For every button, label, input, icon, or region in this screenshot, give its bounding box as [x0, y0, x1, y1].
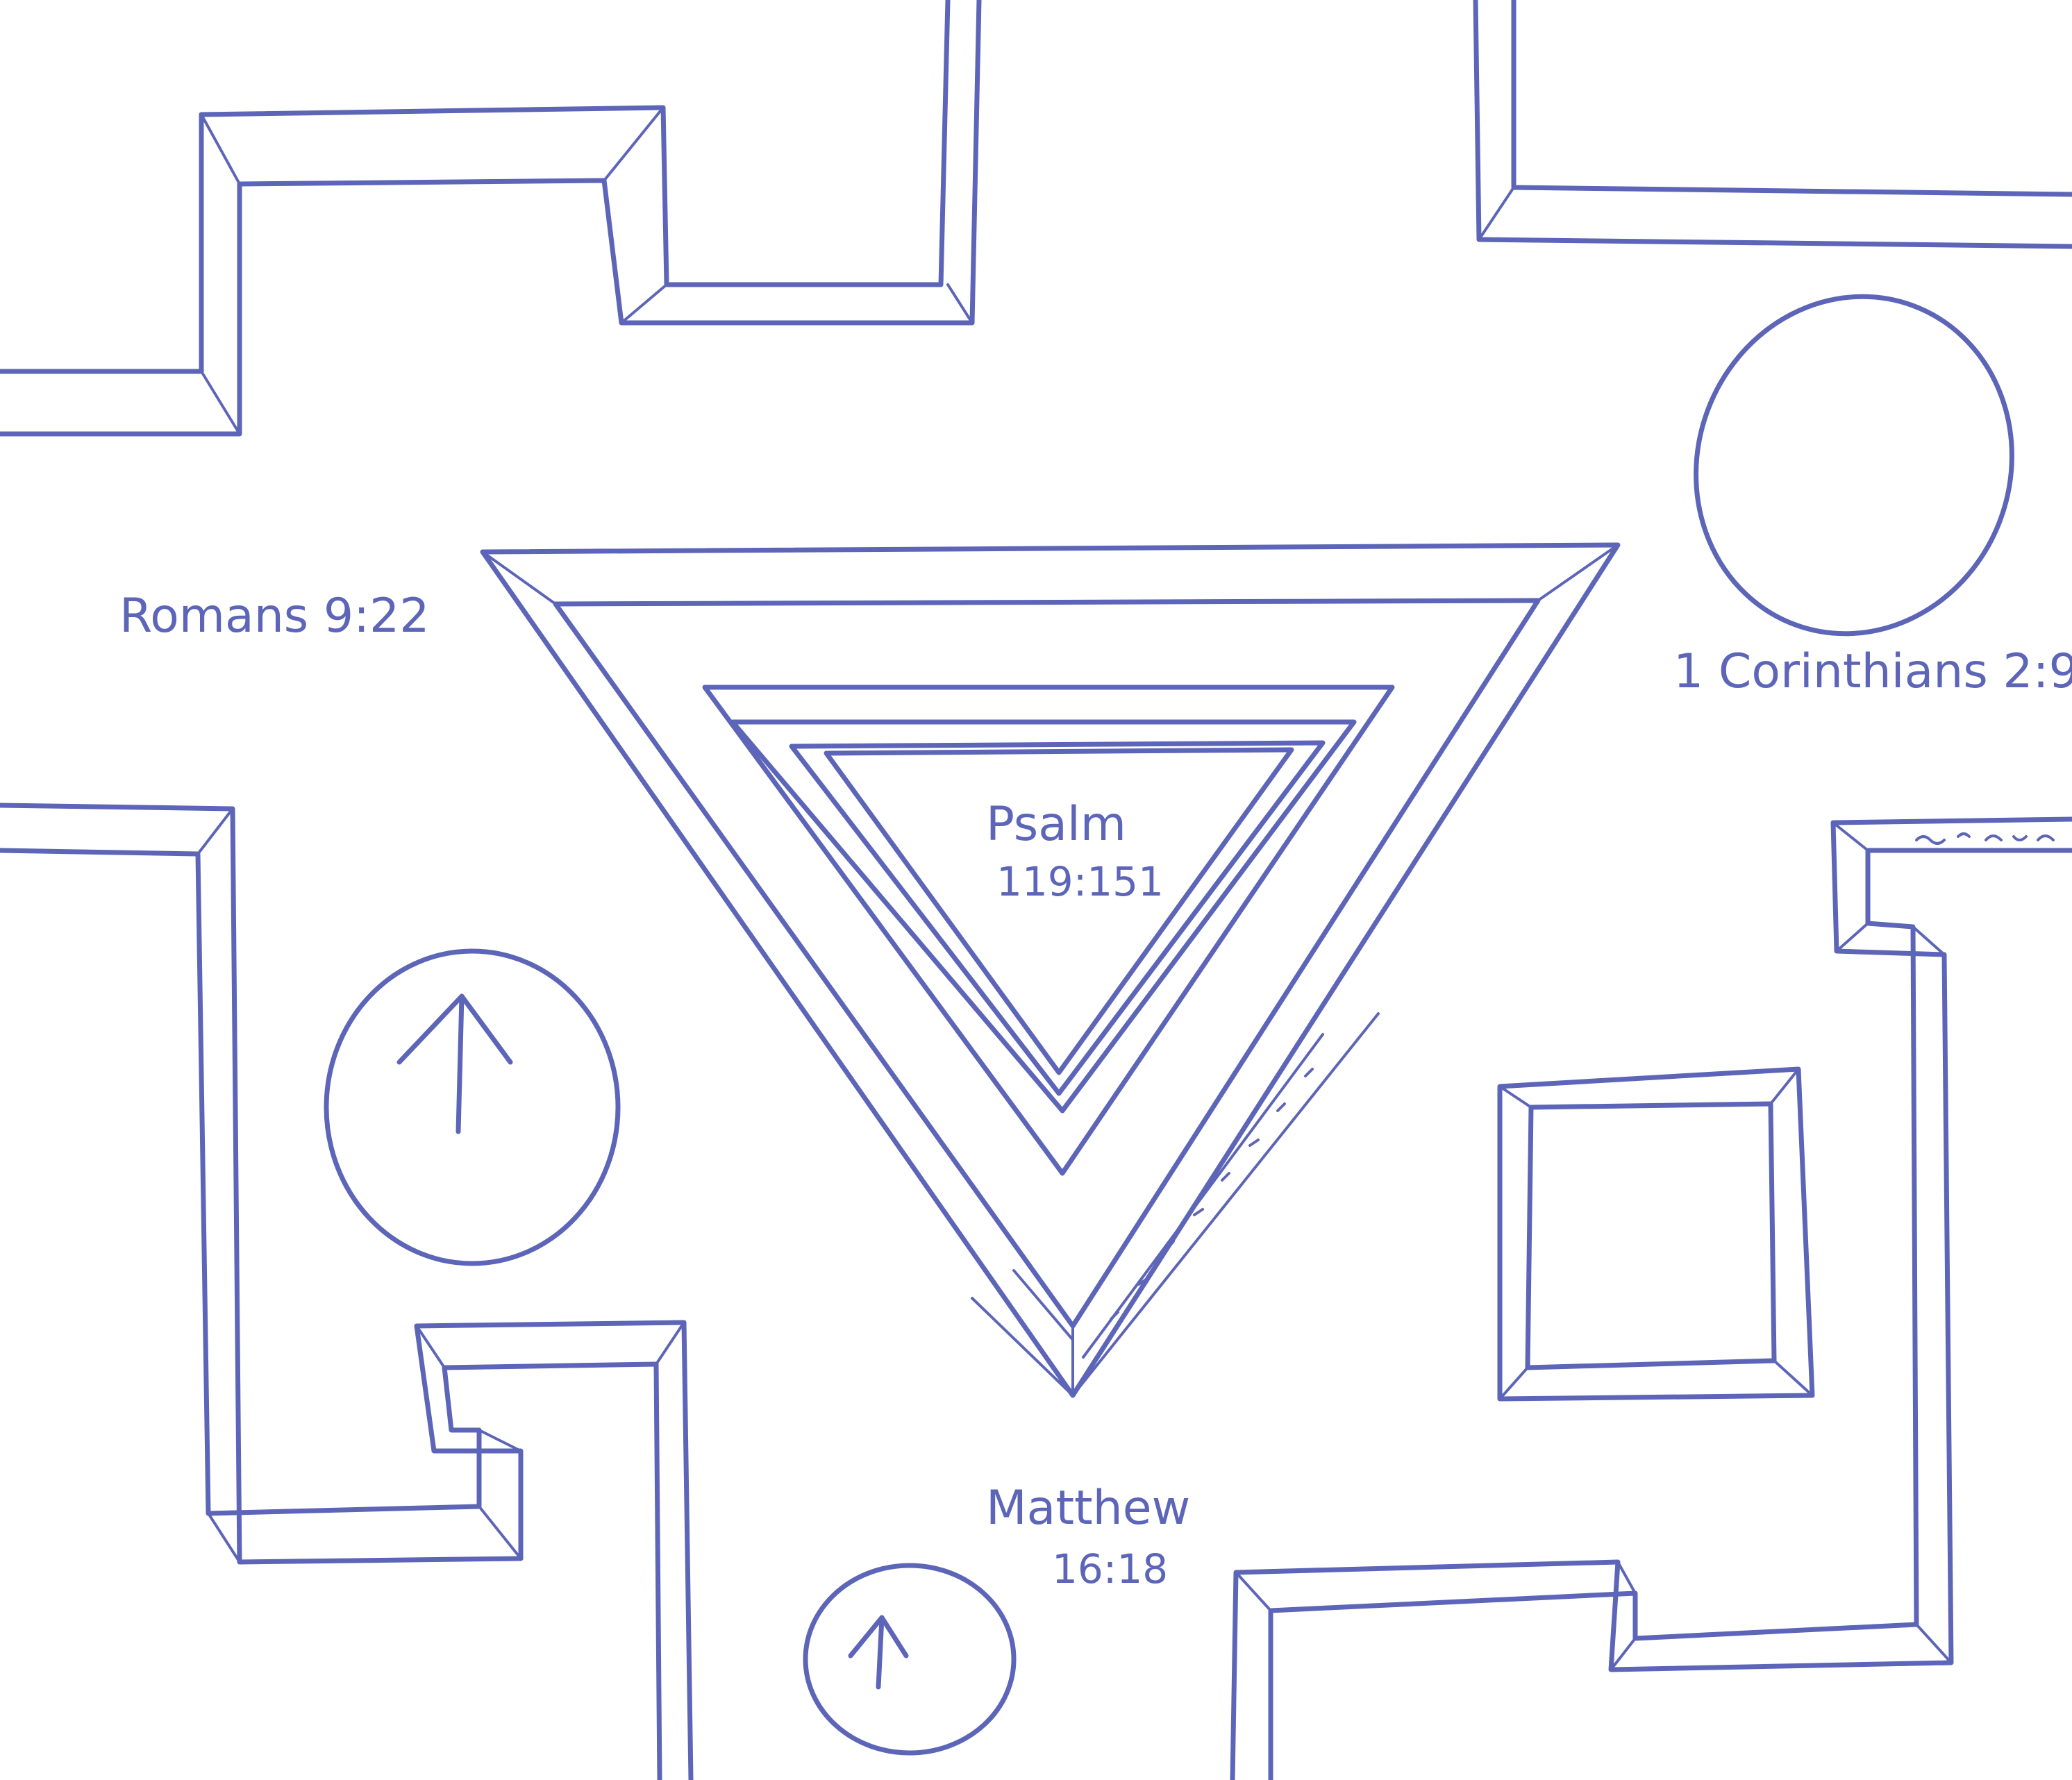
label-matthew: Matthew [986, 1481, 1190, 1536]
wall-top-right [1476, 0, 2072, 246]
large-arrow-marker [326, 951, 618, 1263]
label-psalm: Psalm [986, 797, 1126, 852]
square-block [1500, 1069, 1812, 1399]
label-romans: Romans 9:22 [119, 589, 430, 644]
wall-left [0, 805, 691, 1780]
wall-right-bottom [1233, 819, 2072, 1780]
oval-marker [1649, 252, 2059, 678]
up-arrow-icon [399, 996, 510, 1132]
label-corinthians: 1 Corinthians 2:9 [1673, 644, 2072, 699]
wall-top-left [0, 0, 979, 434]
label-psalm-reference: 119:151 [996, 858, 1164, 905]
small-arrow-marker [805, 1565, 1014, 1753]
up-arrow-icon [851, 1618, 906, 1687]
central-triangle [483, 545, 1618, 1395]
label-matthew-reference: 16:18 [1052, 1545, 1168, 1593]
